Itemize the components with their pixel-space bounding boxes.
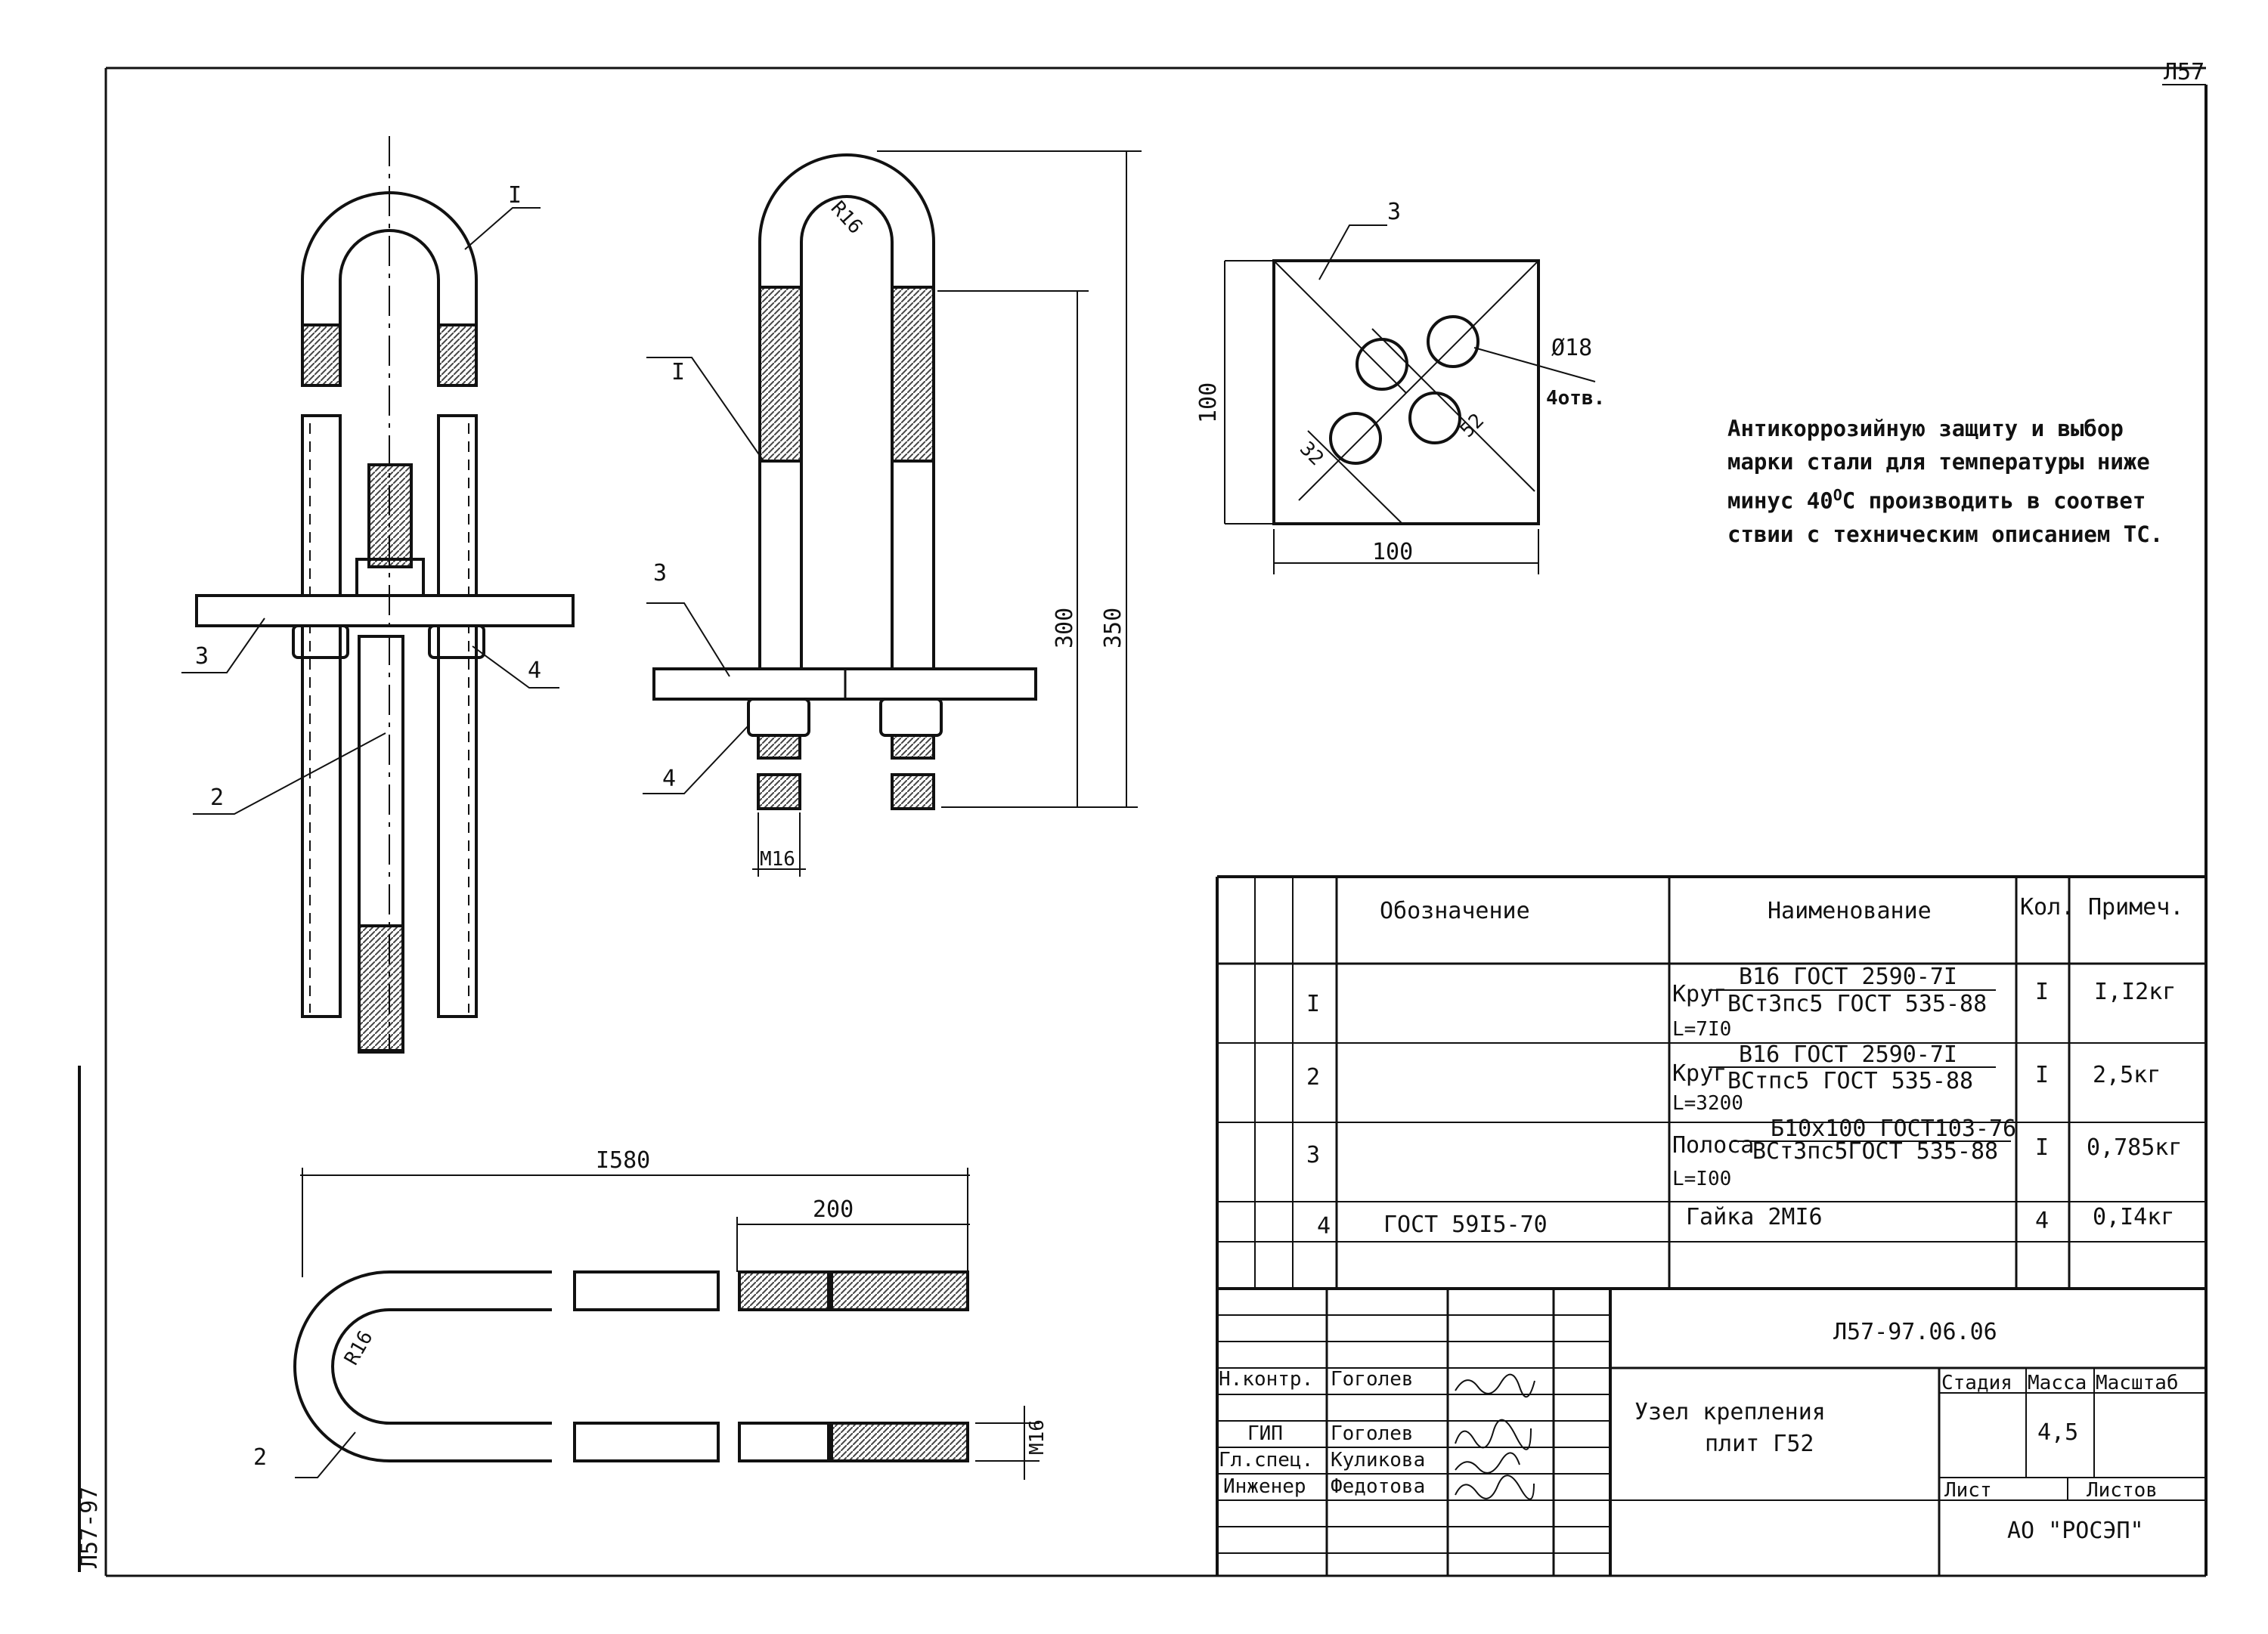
spec-row-1-top: B16 ГОСТ 2590-7I — [1739, 964, 1957, 990]
spec-header-qty: Кол. — [2020, 894, 2074, 921]
plate-width: 100 — [1372, 539, 1413, 565]
view1-callout-2: 2 — [210, 785, 224, 811]
side-stamp: Л57-97 — [76, 1487, 103, 1568]
plate-hole-dia: Ø18 — [1551, 335, 1592, 361]
spec-row-3-qty: I — [2035, 1134, 2049, 1161]
spec-row-4-pos: 4 — [1317, 1213, 1331, 1239]
signature-1 — [1455, 1373, 1535, 1397]
signature-2 — [1455, 1419, 1532, 1450]
note-line-4: ствии с техническим описанием ТС. — [1727, 521, 2164, 547]
assembly-view-2 — [643, 150, 1142, 877]
view2-callout-1: I — [671, 359, 685, 385]
assembly-view-1 — [181, 136, 575, 1054]
spec-table: Обозначение Наименование Кол. Примеч. I … — [1306, 894, 2183, 1239]
mass-label: Масса — [2028, 1372, 2087, 1394]
signature-3 — [1455, 1452, 1520, 1474]
view2-callout-4: 4 — [662, 766, 676, 792]
staff-role-3: Гл.спец. — [1219, 1449, 1313, 1472]
spec-row-2-bottom: ВСтпс5 ГОСТ 535-88 — [1727, 1068, 1973, 1094]
plate-holes-count: 4отв. — [1546, 387, 1605, 410]
view2-callout-3: 3 — [653, 560, 667, 586]
spec-row-4-name: Гайка 2МI6 — [1686, 1204, 1823, 1230]
spec-row-2-top: B16 ГОСТ 2590-7I — [1739, 1041, 1957, 1068]
view2-radius-label: R16 — [826, 197, 867, 239]
view1-callout-3: 3 — [195, 643, 209, 670]
staff-name-4: Федотова — [1331, 1475, 1425, 1498]
title-block: Л57-97.06.06 Узел крепления плит Г52 Ста… — [1219, 1319, 2179, 1544]
spec-row-1-qty: I — [2035, 979, 2049, 1005]
spec-row-1-prefix: Круг — [1672, 981, 1727, 1007]
anticorrosion-note: Антикоррозийную защиту и выбор марки ста… — [1727, 412, 2211, 551]
spec-row-1-pos: I — [1306, 991, 1320, 1017]
staff-role-4: Инженер — [1223, 1475, 1306, 1498]
spec-row-1-length: L=7I0 — [1672, 1018, 1731, 1041]
bar-radius: R16 — [340, 1327, 377, 1369]
spec-row-4-qty: 4 — [2035, 1208, 2049, 1234]
note-line-3: минус 40ОС производить в соответ — [1727, 478, 2211, 518]
plate-height: 100 — [1195, 382, 1222, 423]
stage-label: Стадия — [1941, 1372, 2012, 1394]
mass-value: 4,5 — [2037, 1419, 2078, 1446]
spec-row-3-prefix: Полоса — [1672, 1132, 1754, 1159]
sheet-frame — [78, 67, 2208, 1577]
view2-dim-350: 350 — [1100, 608, 1126, 648]
view2-dim-300: 300 — [1052, 608, 1078, 648]
spec-row-1-mass: I,I2кг — [2094, 979, 2176, 1005]
note-line-3-post: С производить в соответ — [1842, 487, 2146, 514]
view2-thread-label: M16 — [760, 848, 795, 871]
spec-row-1-bottom: ВСт3пс5 ГОСТ 535-88 — [1727, 991, 1987, 1017]
bar-callout: 2 — [253, 1444, 267, 1471]
staff-role-2: ГИП — [1247, 1422, 1283, 1445]
spec-header-name: Наименование — [1768, 898, 1932, 924]
bar-length: I580 — [596, 1147, 650, 1174]
note-line-3-pre: минус 40 — [1727, 487, 1833, 514]
organization: АО "РОСЭП" — [2007, 1518, 2144, 1544]
sheets-label: Листов — [2087, 1479, 2158, 1502]
staff-name-3: Куликова — [1331, 1449, 1425, 1472]
spec-row-2-length: L=3200 — [1672, 1092, 1743, 1115]
spec-header-note: Примеч. — [2088, 894, 2183, 921]
scale-label: Масштаб — [2096, 1372, 2179, 1394]
staff-name-2: Гоголев — [1331, 1422, 1414, 1445]
bar-detail — [293, 1168, 1040, 1480]
drawing-code: Л57-97.06.06 — [1833, 1319, 1997, 1345]
drawing-title-line2: плит Г52 — [1705, 1431, 1814, 1457]
spec-row-3-mass: 0,785кг — [2087, 1134, 2182, 1161]
spec-row-2-mass: 2,5кг — [2093, 1062, 2161, 1088]
note-line-1: Антикоррозийную защиту и выбор — [1727, 416, 2124, 441]
staff-role-1: Н.контр. — [1219, 1368, 1313, 1391]
spec-row-3-pos: 3 — [1306, 1142, 1320, 1168]
drawing-title-line1: Узел крепления — [1634, 1399, 1826, 1425]
bar-thread: M16 — [1026, 1419, 1049, 1455]
spec-row-3-length: L=I00 — [1672, 1168, 1731, 1190]
spec-row-2-qty: I — [2035, 1062, 2049, 1088]
sheet-number: Л57 — [2164, 59, 2204, 85]
spec-row-2-pos: 2 — [1306, 1064, 1320, 1091]
note-line-2: марки стали для температуры ниже — [1727, 449, 2150, 475]
sheet-label: Лист — [1944, 1479, 1992, 1502]
title-block-grid — [1217, 1287, 2206, 1576]
plate-callout: 3 — [1387, 199, 1401, 225]
plate-detail — [1224, 224, 1596, 574]
spec-row-2-prefix: Круг — [1672, 1060, 1727, 1087]
staff-name-1: Гоголев — [1331, 1368, 1414, 1391]
spec-header-designation: Обозначение — [1380, 898, 1530, 924]
spec-row-3-top: Б10x100 ГОСТ103-76 — [1771, 1116, 2016, 1142]
spec-table-grid — [1216, 875, 2206, 1576]
signature-4 — [1455, 1475, 1535, 1500]
view1-callout-1: I — [508, 182, 522, 209]
bar-thread-length: 200 — [813, 1196, 854, 1223]
spec-row-4-mass: 0,I4кг — [2093, 1204, 2174, 1230]
view1-callout-4: 4 — [528, 658, 541, 684]
spec-row-3-bottom: ВСт3пс5ГОСТ 535-88 — [1752, 1138, 1998, 1165]
note-line-3-sup: О — [1833, 486, 1842, 504]
spec-row-4-designation: ГОСТ 59I5-70 — [1383, 1212, 1548, 1238]
plate-dim-32: 32 — [1295, 438, 1328, 470]
